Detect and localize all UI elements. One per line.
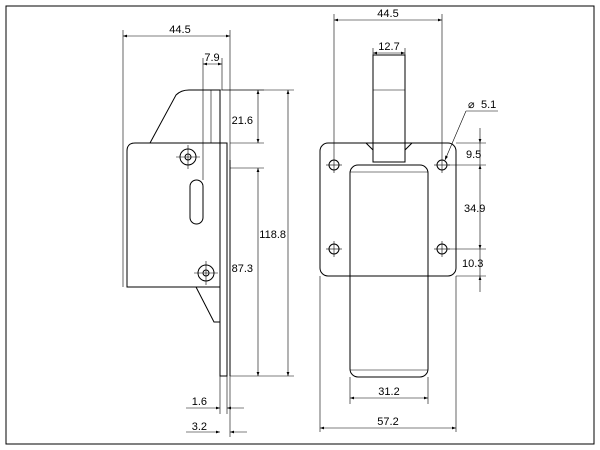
dim-side-flange-thickness: 3.2 — [186, 376, 247, 437]
front-view: 44.5 12.7 ⌀ 5.1 9.5 34.9 — [319, 8, 498, 432]
dim-side-width-top: 44.5 — [122, 24, 231, 180]
dim-label: 44.5 — [169, 24, 190, 36]
front-hole-bottom-left — [326, 241, 342, 257]
dim-label: 9.5 — [466, 149, 481, 161]
dim-label: 5.1 — [481, 99, 496, 111]
front-hole-top-left — [326, 157, 342, 173]
dim-front-hole-diameter: ⌀ 5.1 — [444, 99, 498, 161]
dim-label: 118.8 — [259, 229, 286, 241]
dim-front-neck-width: 12.7 — [372, 41, 406, 55]
dim-side-upper-offset: 21.6 — [220, 89, 264, 144]
front-hole-bottom-right — [434, 241, 450, 257]
front-back-plate — [319, 142, 457, 277]
front-handle-neck — [372, 54, 406, 163]
side-view: 44.5 7.9 21.6 87.3 118.8 — [122, 24, 294, 437]
dim-label: 7.9 — [204, 52, 219, 64]
dim-front-overall-width: 57.2 — [319, 276, 457, 432]
dim-label: 1.6 — [192, 396, 207, 408]
dim-label: 10.3 — [462, 258, 483, 270]
diameter-symbol: ⌀ — [468, 99, 475, 111]
dim-side-hole-spacing: 87.3 — [230, 167, 264, 377]
dim-label: 3.2 — [192, 421, 207, 433]
dim-front-hole-offsets: 9.5 34.9 10.3 — [448, 128, 486, 292]
dim-side-plate-thickness: 1.6 — [186, 376, 244, 414]
dim-label: 21.6 — [232, 115, 253, 127]
side-handle-profile — [149, 89, 221, 144]
dim-front-body-width: 31.2 — [349, 377, 429, 404]
side-slot — [189, 179, 204, 225]
front-hole-top-right — [434, 157, 450, 173]
front-main-body — [349, 164, 429, 378]
dim-front-top-width: 44.5 — [333, 8, 443, 157]
dim-label: 44.5 — [377, 8, 398, 20]
dim-label: 31.2 — [378, 386, 399, 398]
dim-side-total-height: 118.8 — [222, 89, 294, 377]
drawing-frame — [5, 5, 595, 445]
dim-label: 87.3 — [232, 263, 253, 275]
dim-side-slot-width: 7.9 — [202, 52, 223, 180]
dim-label: 12.7 — [378, 41, 399, 53]
side-body-outline — [126, 142, 220, 288]
dim-label: 57.2 — [377, 416, 398, 428]
side-lower-tail — [195, 286, 220, 323]
dim-label: 34.9 — [464, 203, 485, 215]
side-hole-upper — [176, 145, 200, 169]
side-hole-lower — [194, 261, 218, 285]
side-mounting-plate — [219, 142, 228, 377]
